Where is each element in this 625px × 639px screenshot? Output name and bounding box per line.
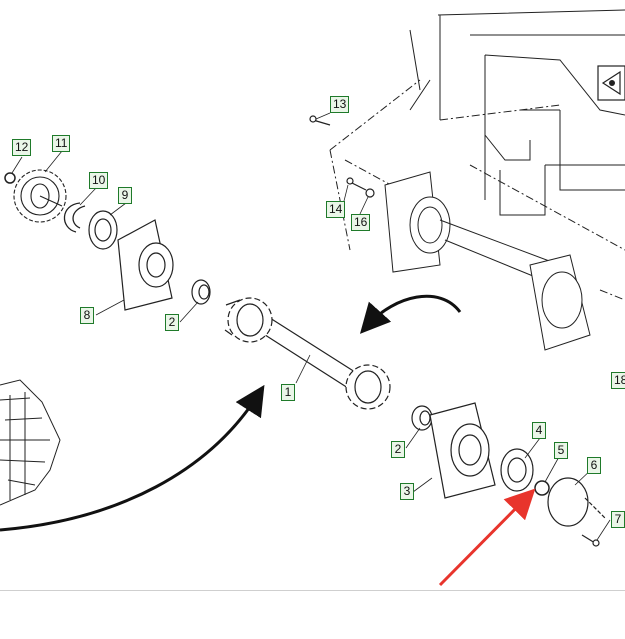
rotation-arrow-top bbox=[359, 294, 462, 334]
callout-2-right: 2 bbox=[391, 441, 405, 458]
callout-9: 9 bbox=[118, 187, 132, 204]
viewer-bottom-bar bbox=[0, 590, 625, 639]
bearing-9 bbox=[88, 210, 118, 250]
bearing-plate-8 bbox=[117, 219, 174, 311]
callout-4: 4 bbox=[532, 422, 546, 439]
sprocket-gear bbox=[13, 169, 67, 223]
main-shaft-1 bbox=[224, 297, 391, 410]
bolt-7 bbox=[581, 534, 600, 547]
highlight-arrow bbox=[438, 488, 536, 587]
snap-ring-5 bbox=[534, 480, 550, 496]
cover-cap-6 bbox=[547, 477, 606, 527]
callout-8: 8 bbox=[80, 307, 94, 324]
machine-frame bbox=[329, 9, 625, 301]
installed-shaft-assembly bbox=[384, 171, 591, 351]
callout-10: 10 bbox=[89, 172, 109, 189]
callout-1: 1 bbox=[281, 384, 295, 401]
callout-12: 12 bbox=[12, 139, 32, 156]
callout-5: 5 bbox=[554, 442, 568, 459]
bolt-14 bbox=[346, 177, 367, 191]
shaft-sprocket-left bbox=[227, 297, 273, 343]
shaft-sprocket-right bbox=[345, 364, 391, 410]
callout-3: 3 bbox=[400, 483, 414, 500]
bearing-4 bbox=[500, 448, 534, 492]
callout-18: 18 bbox=[611, 372, 625, 389]
bushing-2-right bbox=[411, 405, 433, 431]
callout-7: 7 bbox=[611, 511, 625, 528]
callout-13: 13 bbox=[330, 96, 350, 113]
leader-lines bbox=[11, 112, 611, 541]
rotation-arrow-bottom bbox=[0, 384, 265, 532]
callout-11: 11 bbox=[52, 135, 71, 152]
warning-label-icon bbox=[597, 65, 625, 101]
callout-16: 16 bbox=[351, 214, 371, 231]
callout-6: 6 bbox=[587, 457, 601, 474]
callout-2-left: 2 bbox=[165, 314, 179, 331]
bearing-plate-3 bbox=[429, 402, 496, 499]
washer-16 bbox=[365, 188, 375, 198]
bushing-2-left bbox=[191, 279, 211, 305]
gearbox-housing bbox=[0, 379, 61, 506]
callout-14: 14 bbox=[326, 201, 346, 218]
snap-ring-12 bbox=[4, 172, 16, 184]
retaining-ring-10 bbox=[63, 202, 86, 233]
